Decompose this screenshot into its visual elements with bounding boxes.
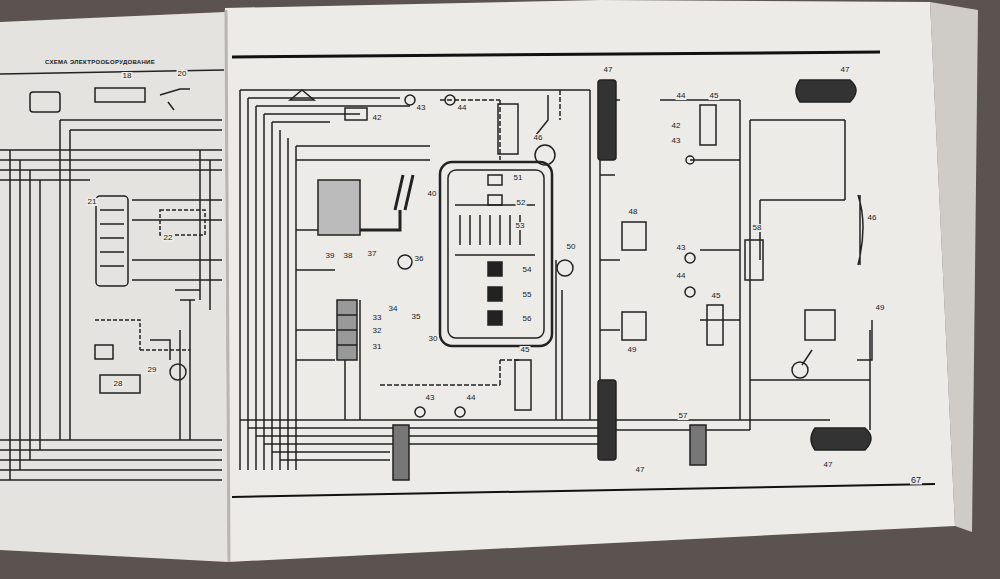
page-number: 67 xyxy=(910,476,922,485)
callout-number: 57 xyxy=(678,412,689,420)
callout-number: 42 xyxy=(671,122,682,130)
callout-number: 44 xyxy=(676,272,687,280)
callout-number: 34 xyxy=(388,305,399,313)
callout-number: 31 xyxy=(372,343,383,351)
callout-number: 45 xyxy=(709,92,720,100)
callout-number: 58 xyxy=(752,224,763,232)
callout-number: 51 xyxy=(513,174,524,182)
callout-number: 47 xyxy=(603,66,614,74)
callout-number: 45 xyxy=(520,346,531,354)
callout-number: 29 xyxy=(147,366,158,374)
callout-number: 44 xyxy=(457,104,468,112)
callout-number: 43 xyxy=(416,104,427,112)
callout-number: 53 xyxy=(515,222,526,230)
callout-number: 21 xyxy=(87,198,98,206)
callout-number: 30 xyxy=(428,335,439,343)
callout-number: 46 xyxy=(867,214,878,222)
callout-number: 38 xyxy=(343,252,354,260)
page-heading: СХЕМА ЭЛЕКТРООБОРУДОВАНИЕ xyxy=(44,59,156,65)
callout-number: 42 xyxy=(372,114,383,122)
callout-number: 39 xyxy=(325,252,336,260)
callout-number: 32 xyxy=(372,327,383,335)
callout-number: 52 xyxy=(516,199,527,207)
callout-number: 55 xyxy=(522,291,533,299)
callout-number: 54 xyxy=(522,266,533,274)
callout-number: 50 xyxy=(566,243,577,251)
callout-number: 44 xyxy=(676,92,687,100)
callout-number: 46 xyxy=(533,134,544,142)
callout-number: 43 xyxy=(671,137,682,145)
callout-number: 36 xyxy=(414,255,425,263)
callout-number: 20 xyxy=(177,70,188,78)
callout-number: 49 xyxy=(875,304,886,312)
callout-number: 45 xyxy=(711,292,722,300)
callout-number: 37 xyxy=(367,250,378,258)
callout-number: 44 xyxy=(466,394,477,402)
callout-number: 35 xyxy=(411,313,422,321)
callout-number: 28 xyxy=(113,380,124,388)
callout-number: 48 xyxy=(628,208,639,216)
callout-number: 47 xyxy=(823,461,834,469)
callout-number: 49 xyxy=(627,346,638,354)
callout-number: 33 xyxy=(372,314,383,322)
callout-number: 47 xyxy=(635,466,646,474)
callout-number: 40 xyxy=(427,190,438,198)
callout-number: 43 xyxy=(425,394,436,402)
callout-number: 56 xyxy=(522,315,533,323)
callout-number: 18 xyxy=(122,72,133,80)
callout-number: 22 xyxy=(163,234,174,242)
callout-number: 47 xyxy=(840,66,851,74)
callout-number: 43 xyxy=(676,244,687,252)
